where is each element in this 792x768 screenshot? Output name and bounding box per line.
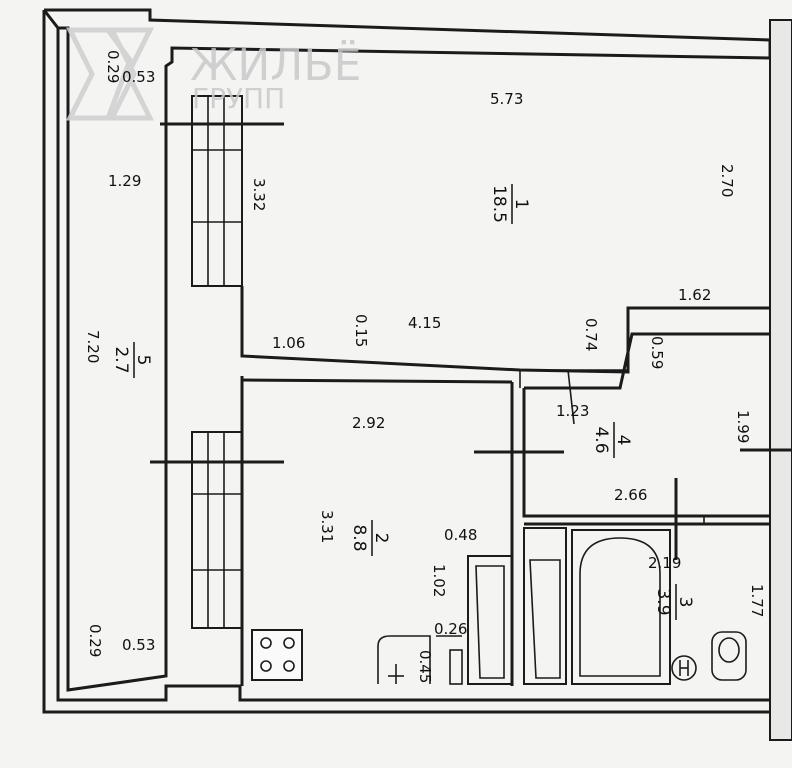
room-3-number: 3 [675, 597, 695, 608]
logo-name: ЖИЛЬЁ [190, 39, 361, 91]
room-2-area: 8.8 [349, 524, 369, 551]
outer-walls [42, 8, 792, 741]
room-4-label: 4 4.6 [591, 422, 633, 458]
dim-1-99: 1.99 [734, 410, 752, 443]
balcony-window-upper [160, 95, 284, 287]
room-4-number: 4 [613, 435, 633, 446]
dim-0-26: 0.26 [434, 620, 467, 638]
room-labels: 1 18.5 2 8.8 3 3.9 4 4.6 5 2.7 [111, 184, 695, 620]
room-4-area: 4.6 [591, 426, 611, 453]
dim-0-74: 0.74 [582, 318, 600, 351]
room-5-area: 2.7 [111, 346, 131, 373]
dim-2-66: 2.66 [614, 486, 647, 504]
dim-2-92: 2.92 [352, 414, 385, 432]
room-2-number: 2 [371, 533, 391, 544]
dim-3-31: 3.31 [318, 510, 336, 543]
logo: ЖИЛЬЁ ГРУПП [65, 27, 361, 121]
dim-3-32: 3.32 [250, 178, 268, 211]
dim-1-23: 1.23 [556, 402, 589, 420]
kitchen-sink [377, 635, 431, 684]
room-1-area: 18.5 [489, 185, 509, 223]
dim-0-45: 0.45 [416, 650, 434, 683]
dim-1-06: 1.06 [272, 334, 305, 352]
room-2-label: 2 8.8 [349, 520, 391, 556]
shaft-left [467, 555, 513, 685]
dim-0-59: 0.59 [648, 336, 666, 369]
logo-sub: ГРУПП [192, 82, 285, 115]
dim-1-29: 1.29 [108, 172, 141, 190]
bathtub [571, 529, 671, 685]
dim-0-48: 0.48 [444, 526, 477, 544]
room-1-label: 1 18.5 [489, 184, 531, 224]
toilet [671, 631, 747, 681]
inner-walls [240, 286, 792, 686]
dim-0-53-top: 0.53 [122, 68, 155, 86]
dim-0-53-bottom: 0.53 [122, 636, 155, 654]
dim-0-15: 0.15 [352, 314, 370, 347]
dim-7-20: 7.20 [84, 330, 102, 363]
logo-mark-icon [65, 27, 133, 121]
dim-0-29-bottom: 0.29 [86, 624, 104, 657]
dim-1-02: 1.02 [430, 564, 448, 597]
dim-4-15: 4.15 [408, 314, 441, 332]
dim-5-73: 5.73 [490, 90, 523, 108]
room-5-number: 5 [133, 355, 153, 366]
dim-0-29-top: 0.29 [104, 50, 122, 83]
dim-1-77: 1.77 [748, 584, 766, 617]
stove [251, 629, 303, 681]
dim-2-19: 2.19 [648, 554, 681, 572]
dim-1-62: 1.62 [678, 286, 711, 304]
dim-2-70: 2.70 [718, 164, 736, 197]
room-1-number: 1 [511, 199, 531, 210]
room-3-label: 3 3.9 [653, 584, 695, 620]
room-5-label: 5 2.7 [111, 342, 153, 378]
right-wall-strip [769, 19, 792, 741]
balcony-window-lower [150, 431, 284, 629]
kitchen-column [436, 635, 463, 685]
room-3-area: 3.9 [653, 588, 673, 615]
shaft-right [523, 527, 567, 685]
dimension-labels: 0.29 0.53 5.73 2.70 1.29 3.32 1.62 4.15 … [84, 50, 766, 683]
